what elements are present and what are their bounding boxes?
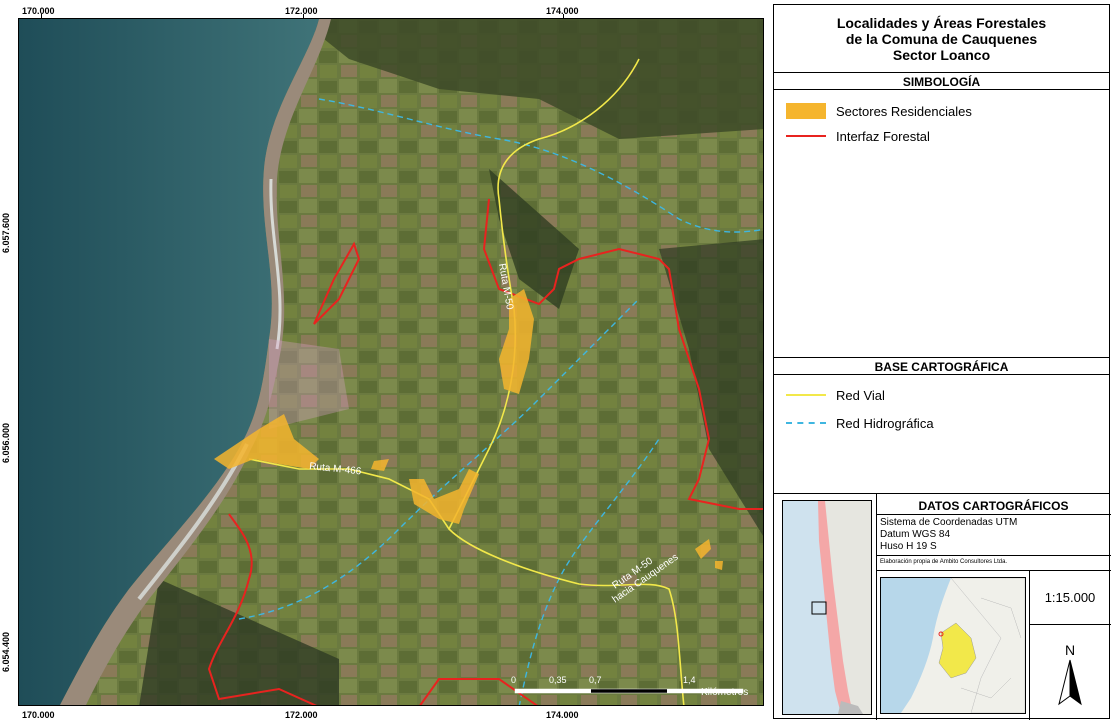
title-line-2: de la Comuna de Cauquenes	[845, 31, 1038, 47]
residential-east-1	[695, 539, 711, 559]
chile-overview-map[interactable]	[782, 500, 872, 715]
coord-y-left-3: 6.054.400	[1, 631, 12, 673]
scale-tick-035: 0,35	[549, 675, 567, 685]
coord-y-left-1: 6.057.600	[1, 212, 12, 254]
legend-interfaz: Interfaz Forestal	[786, 126, 930, 146]
interface-west	[313, 241, 361, 325]
river-center	[238, 298, 640, 620]
title-line-3: Sector Loanco	[892, 47, 991, 63]
north-label: N	[1064, 642, 1076, 658]
surf-line	[269, 178, 282, 350]
road-m50	[448, 58, 685, 705]
scalebar: 0 0,35 0,7 1,4 Kilómetros	[511, 675, 748, 698]
north-arrow-icon	[1058, 659, 1082, 706]
legend-interfaz-label: Interfaz Forestal	[836, 128, 930, 144]
map-canvas: Ruta M-50 Ruta M-466 Ruta M-50 hacia Cau…	[19, 19, 763, 705]
regional-map-svg	[881, 578, 1025, 713]
residential-center	[409, 469, 479, 524]
yellow-line-icon	[786, 387, 826, 403]
residential-north	[499, 289, 534, 394]
residential-small	[371, 459, 389, 471]
coord-x-top-1: 170.000	[22, 6, 55, 16]
coord-x-bottom-1: 170.000	[22, 710, 55, 720]
regional-inset-map[interactable]	[880, 577, 1026, 714]
red-line-icon	[786, 128, 826, 144]
coord-x-bottom-3: 174.000	[546, 710, 579, 720]
legend-red-vial: Red Vial	[786, 385, 885, 405]
interface-south	[207, 513, 317, 705]
datos-credit: Elaboración propia de Ambito Consultores…	[880, 559, 1008, 565]
scale-tick-07: 0,7	[589, 675, 602, 685]
scale-tick-0: 0	[511, 675, 516, 685]
datos-line-1: Sistema de Coordenadas UTM	[880, 517, 1018, 528]
datos-line-3: Huso H 19 S	[880, 541, 937, 552]
legend-residencial-label: Sectores Residenciales	[836, 103, 972, 119]
north-arrow: N	[1029, 630, 1111, 710]
scale-tick-14: 1,4	[683, 675, 696, 685]
residential-swatch-icon	[786, 103, 826, 119]
coord-x-top-3: 174.000	[546, 6, 579, 16]
forest-north	[299, 19, 763, 139]
datos-line-2: Datum WGS 84	[880, 529, 951, 540]
title-line-1: Localidades y Áreas Forestales	[836, 15, 1047, 31]
label-ruta-m466: Ruta M-466	[309, 461, 363, 477]
chile-map-svg	[783, 501, 871, 714]
base-header: BASE CARTOGRÁFICA	[774, 357, 1109, 375]
map-title: Localidades y Áreas Forestales de la Com…	[774, 5, 1109, 73]
forest-south	[139, 579, 339, 705]
legend-red-hidro: Red Hidrográfica	[786, 413, 934, 433]
coord-x-bottom-2: 172.000	[285, 710, 318, 720]
legend-residencial: Sectores Residenciales	[786, 101, 972, 121]
simbologia-header: SIMBOLOGÍA	[774, 72, 1109, 90]
beach	[60, 19, 331, 705]
residential-east-2	[715, 561, 723, 570]
main-map[interactable]: Ruta M-50 Ruta M-466 Ruta M-50 hacia Cau…	[18, 18, 764, 706]
datos-header: DATOS CARTOGRÁFICOS	[876, 497, 1111, 515]
coord-x-top-2: 172.000	[285, 6, 318, 16]
residential-west	[214, 414, 319, 469]
forest-east	[659, 239, 763, 536]
dashed-blue-line-icon	[786, 415, 826, 431]
legend-red-vial-label: Red Vial	[836, 387, 885, 403]
scale-unit: Kilómetros	[701, 687, 748, 698]
forest-patch	[489, 169, 579, 309]
legend-red-hidro-label: Red Hidrográfica	[836, 415, 934, 431]
ocean	[19, 19, 319, 705]
river-north	[318, 98, 763, 233]
pink-zone	[269, 339, 349, 429]
legend-panel: Localidades y Áreas Forestales de la Com…	[773, 4, 1111, 720]
coord-y-left-2: 6.056.000	[1, 422, 12, 464]
scale-ratio: 1:15.000	[1044, 590, 1096, 605]
